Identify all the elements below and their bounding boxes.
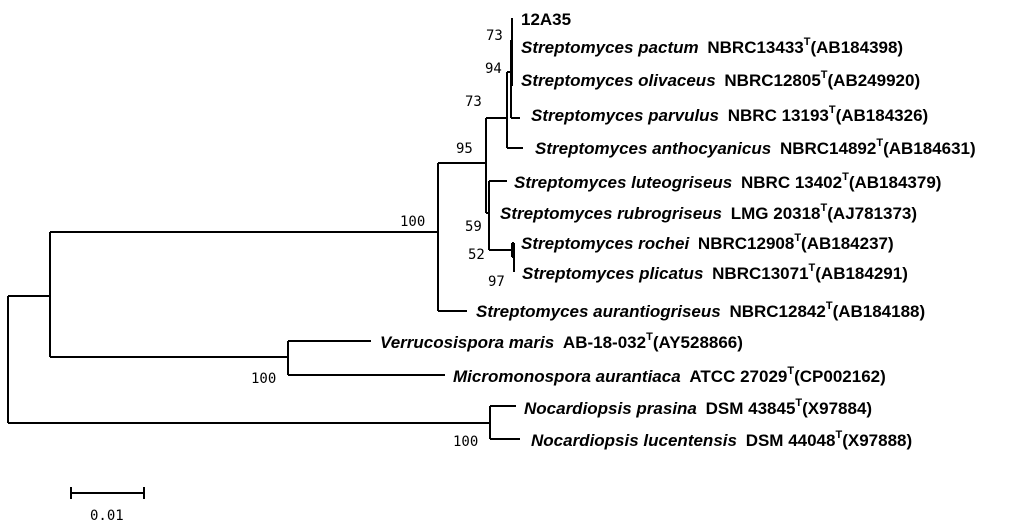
scale-bar: 0.01 — [70, 487, 145, 524]
tree-branches — [7, 18, 523, 440]
taxon-label: 12A35 — [521, 10, 571, 29]
bootstrap-values: 73 94 73 95 100 59 52 97 100 100 — [251, 28, 505, 450]
taxon-label: Streptomyces rubrogriseus LMG 20318T(AJ7… — [500, 202, 917, 223]
taxon-labels: 12A35 Streptomyces pactum NBRC13433T(AB1… — [380, 10, 976, 450]
taxon-label: Streptomyces anthocyanicus NBRC14892T(AB… — [535, 137, 976, 158]
bootstrap-value: 94 — [485, 61, 502, 77]
taxon-label: Streptomyces olivaceus NBRC12805T(AB2499… — [521, 69, 920, 90]
bootstrap-value: 97 — [488, 274, 505, 290]
bootstrap-value: 73 — [486, 28, 503, 44]
taxon-label: Streptomyces parvulus NBRC 13193T(AB1843… — [531, 104, 928, 125]
bootstrap-value: 95 — [456, 141, 473, 157]
taxon-label: Streptomyces plicatus NBRC13071T(AB18429… — [522, 262, 908, 283]
bootstrap-value: 59 — [465, 219, 482, 235]
taxon-label: Streptomyces rochei NBRC12908T(AB184237) — [521, 232, 894, 253]
scale-bar-label: 0.01 — [90, 508, 124, 524]
taxon-label: Streptomyces luteogriseus NBRC 13402T(AB… — [514, 171, 941, 192]
taxon-label: Verrucosispora maris AB-18-032T(AY528866… — [380, 331, 743, 352]
taxon-label: Streptomyces aurantiogriseus NBRC12842T(… — [476, 300, 925, 321]
streptomyces-clade-branch — [437, 162, 486, 312]
taxon-label: Streptomyces pactum NBRC13433T(AB184398) — [521, 36, 903, 57]
bootstrap-value: 100 — [453, 434, 478, 450]
bootstrap-value: 73 — [465, 94, 482, 110]
scale-bar-line — [70, 487, 145, 499]
root-branch — [7, 295, 490, 424]
taxon-label: Nocardiopsis prasina DSM 43845T(X97884) — [524, 397, 872, 418]
micromonospora-clade-branch — [287, 340, 445, 376]
bootstrap-value: 100 — [400, 214, 425, 230]
taxon-label: Micromonospora aurantiaca ATCC 27029T(CP… — [453, 365, 886, 386]
node-97-branch — [512, 242, 515, 272]
nocardiopsis-clade-branch — [489, 405, 520, 440]
node-59-branch — [488, 180, 512, 251]
taxon-label: Nocardiopsis lucentensis DSM 44048T(X978… — [531, 429, 912, 450]
bootstrap-value: 52 — [468, 247, 485, 263]
bootstrap-value: 100 — [251, 371, 276, 387]
actino-clade-branch — [49, 231, 438, 358]
